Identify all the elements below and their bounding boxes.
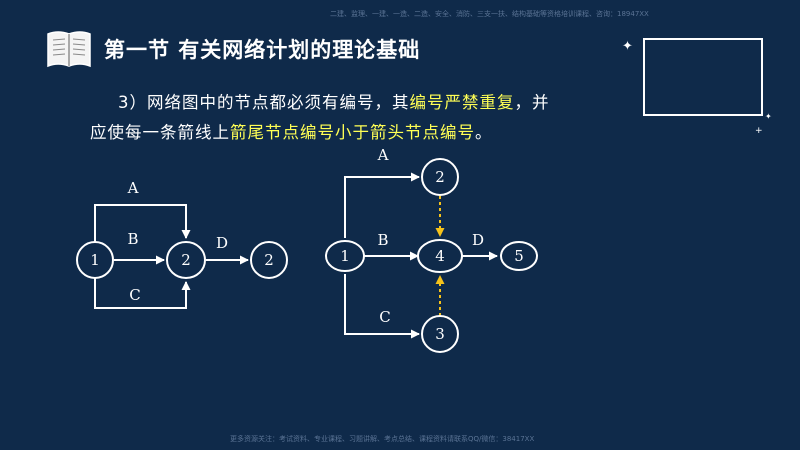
edge-label: D xyxy=(216,234,228,252)
body-text-segment: 。 xyxy=(475,123,493,142)
body-text-segment: 3）网络图中的节点都必须有编号，其 xyxy=(118,93,410,112)
node-label: 2 xyxy=(181,251,191,269)
book-icon xyxy=(47,31,91,68)
edge-label: A xyxy=(377,146,389,164)
sparkle-icon: + xyxy=(755,126,763,136)
edge-label: B xyxy=(127,230,138,248)
network-node xyxy=(250,241,288,279)
network-node xyxy=(166,241,206,279)
watermark-bottom: 更多资源关注：考试资料、专业课程、习题讲解、考点总结、课程资料请联系QQ/微信：… xyxy=(230,435,535,443)
body-text-segment: ，并应使每一条箭线上 xyxy=(90,93,550,142)
body-paragraph: 3）网络图中的节点都必须有编号，其编号严禁重复，并应使每一条箭线上箭尾节点编号小… xyxy=(90,88,560,148)
edge-arrow xyxy=(94,278,191,309)
network-node xyxy=(76,241,114,279)
network-node xyxy=(421,315,459,353)
network-node xyxy=(325,240,365,272)
sparkle-icon: ✦ xyxy=(765,112,772,121)
video-frame xyxy=(643,38,763,116)
body-highlight-segment: 编号严禁重复 xyxy=(409,93,515,112)
edge-label: D xyxy=(472,231,484,249)
left-network-diagram: 1 2 2 A B C D xyxy=(76,179,288,309)
node-label: 5 xyxy=(514,247,524,265)
node-label: 4 xyxy=(435,247,445,265)
node-label: 1 xyxy=(340,247,350,265)
edge-label: A xyxy=(127,179,139,197)
node-label: 2 xyxy=(264,251,274,269)
edge-arrow xyxy=(344,274,420,339)
edge-arrow xyxy=(94,204,191,242)
page-title: 第一节 有关网络计划的理论基础 xyxy=(104,38,421,62)
edge-label: C xyxy=(129,286,140,304)
edge-label: C xyxy=(379,308,390,326)
node-label: 1 xyxy=(90,251,100,269)
node-label: 2 xyxy=(435,168,445,186)
right-network-diagram: 1 2 3 4 5 A B C D xyxy=(325,146,538,353)
node-label: 3 xyxy=(435,325,445,343)
network-node xyxy=(500,241,538,271)
sparkle-icon: ✦ xyxy=(622,39,633,54)
watermark-top: 二建、监理、一建、一造、二造、安全、消防、三支一扶、结构基础等资格培训课程、咨询… xyxy=(330,10,649,18)
edge-label: B xyxy=(377,231,388,249)
edge-arrow xyxy=(344,172,420,238)
body-highlight-segment: 箭尾节点编号小于箭头节点编号 xyxy=(230,123,475,142)
network-node xyxy=(421,158,459,196)
network-node xyxy=(417,239,463,273)
